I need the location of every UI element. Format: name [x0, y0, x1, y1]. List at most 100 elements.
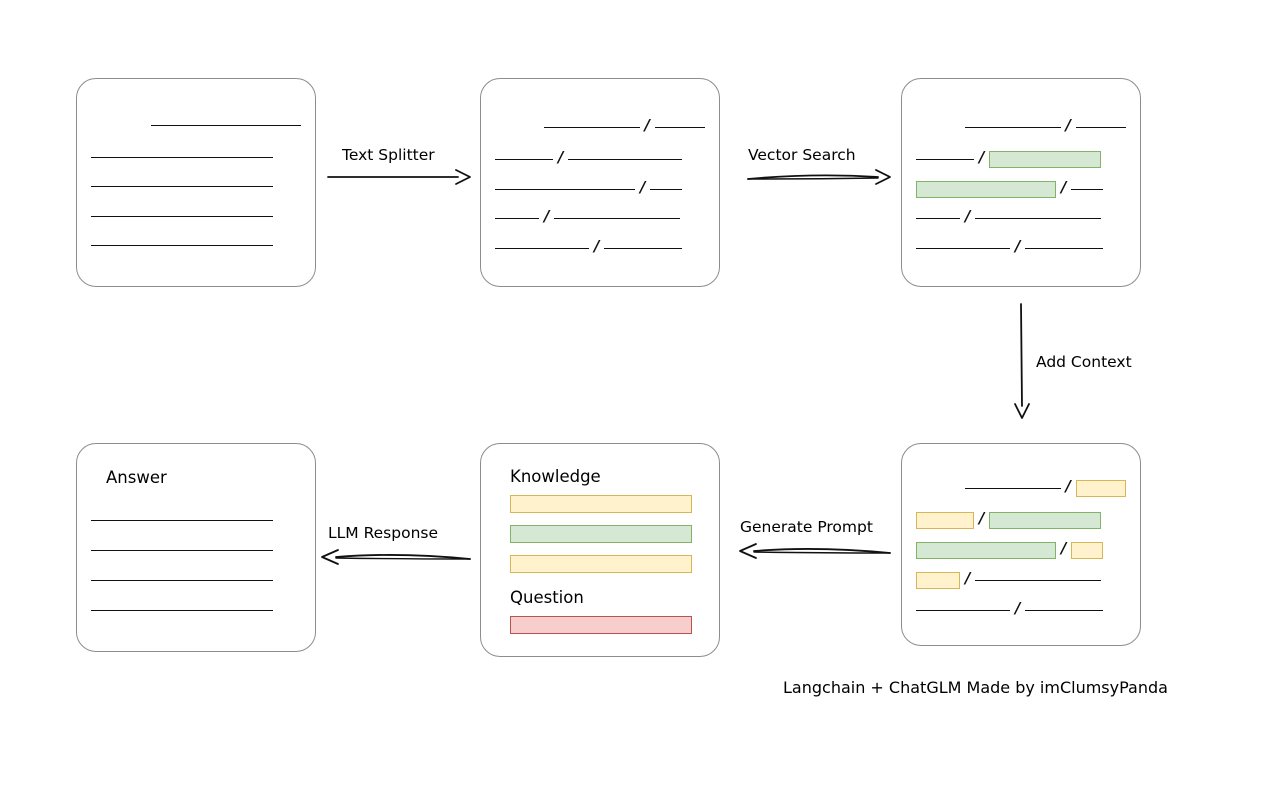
matched-chunk-highlight: [916, 180, 1056, 198]
chunk-line: /: [481, 236, 719, 256]
chunk-line: /: [902, 476, 1140, 497]
arrow-label-text-splitter: Text Splitter: [342, 146, 435, 164]
answer-line: [77, 512, 315, 528]
vector-search-arrow: [747, 169, 891, 185]
arrow-label-add-context: Add Context: [1036, 353, 1132, 371]
context-chunk-highlight: [916, 511, 974, 529]
knowledge-bar-3: [510, 555, 692, 573]
chunk-line: /: [481, 147, 719, 167]
chunk-line: /: [902, 177, 1140, 198]
text-line-segment: [604, 247, 683, 249]
chunk-line: /: [902, 115, 1140, 135]
context-chunk-highlight: [916, 571, 960, 589]
text-line-segment: [1076, 126, 1126, 128]
chunk-line: /: [902, 508, 1140, 529]
text-line-segment: [91, 156, 273, 158]
chunk-line: /: [902, 568, 1140, 589]
text-splitter-arrow: [327, 169, 471, 185]
chunk-separator: /: [558, 147, 564, 166]
text-line-segment: [91, 185, 273, 187]
document-line: [77, 117, 315, 133]
text-line-segment: [916, 158, 974, 160]
chunk-separator: /: [1015, 236, 1021, 255]
arrow-label-llm-response: LLM Response: [328, 524, 439, 542]
text-line-segment: [975, 217, 1102, 219]
chunk-line: /: [902, 236, 1140, 256]
text-line-segment: [91, 244, 273, 246]
chunk-separator: /: [1015, 598, 1021, 617]
text-line-segment: [554, 217, 681, 219]
matched-chunk-highlight: [916, 541, 1056, 559]
chunk-line: /: [902, 538, 1140, 559]
matched-chunk-highlight: [989, 150, 1102, 168]
answer-title: Answer: [106, 468, 167, 487]
document-line: [77, 237, 315, 253]
text-line-segment: [91, 215, 273, 217]
answer-box[interactable]: Answer: [76, 443, 316, 652]
question-label: Question: [510, 588, 584, 607]
text-line-segment: [91, 579, 273, 581]
context-added-box[interactable]: / / / / /: [901, 443, 1141, 646]
knowledge-label: Knowledge: [510, 467, 601, 486]
text-line-segment: [495, 247, 589, 249]
chunk-line: /: [481, 206, 719, 226]
split-chunks-box[interactable]: / / / / /: [480, 78, 720, 287]
chunk-separator: /: [644, 115, 650, 134]
matched-chunk-highlight: [989, 511, 1102, 529]
chunk-separator: /: [965, 568, 971, 587]
arrow-label-generate-prompt: Generate Prompt: [740, 518, 873, 536]
chunk-separator: /: [1061, 538, 1067, 557]
text-line-segment: [916, 217, 960, 219]
text-line-segment: [151, 124, 301, 126]
chunk-separator: /: [1065, 115, 1071, 134]
text-line-segment: [650, 188, 683, 190]
chunk-separator: /: [640, 177, 646, 196]
chunk-line: /: [902, 147, 1140, 168]
text-line-segment: [495, 158, 553, 160]
document-line: [77, 208, 315, 224]
text-line-segment: [1071, 188, 1104, 190]
text-line-segment: [568, 158, 683, 160]
vector-search-results-box[interactable]: / / / / /: [901, 78, 1141, 287]
text-line-segment: [91, 549, 273, 551]
chunk-separator: /: [594, 236, 600, 255]
chunk-separator: /: [544, 206, 550, 225]
text-line-segment: [964, 487, 1061, 489]
text-line-segment: [916, 609, 1010, 611]
chunk-separator: /: [965, 206, 971, 225]
question-bar: [510, 616, 692, 634]
generated-prompt-box[interactable]: Knowledge Question: [480, 443, 720, 657]
arrow-label-vector-search: Vector Search: [748, 146, 856, 164]
text-line-segment: [975, 579, 1102, 581]
chunk-separator: /: [979, 147, 985, 166]
text-line-segment: [495, 217, 539, 219]
document-line: [77, 149, 315, 165]
text-line-segment: [964, 126, 1061, 128]
answer-line: [77, 572, 315, 588]
text-line-segment: [543, 126, 640, 128]
generate-prompt-arrow: [739, 543, 891, 559]
chunk-separator: /: [979, 508, 985, 527]
context-chunk-highlight: [1076, 479, 1126, 497]
chunk-separator: /: [1065, 476, 1071, 495]
llm-response-arrow: [321, 549, 471, 565]
text-line-segment: [1025, 609, 1104, 611]
knowledge-bar-2: [510, 525, 692, 543]
answer-line: [77, 602, 315, 618]
chunk-line: /: [902, 206, 1140, 226]
text-line-segment: [91, 609, 273, 611]
chunk-line: /: [481, 115, 719, 135]
context-chunk-highlight: [1071, 541, 1104, 559]
text-line-segment: [91, 519, 273, 521]
footer-credit: Langchain + ChatGLM Made by imClumsyPand…: [783, 678, 1168, 697]
chunk-separator: /: [1061, 177, 1067, 196]
text-line-segment: [655, 126, 705, 128]
add-context-arrow: [1014, 303, 1030, 419]
source-document-box[interactable]: [76, 78, 316, 287]
document-line: [77, 178, 315, 194]
knowledge-bar-1: [510, 495, 692, 513]
text-line-segment: [495, 188, 635, 190]
answer-line: [77, 542, 315, 558]
chunk-line: /: [902, 598, 1140, 618]
